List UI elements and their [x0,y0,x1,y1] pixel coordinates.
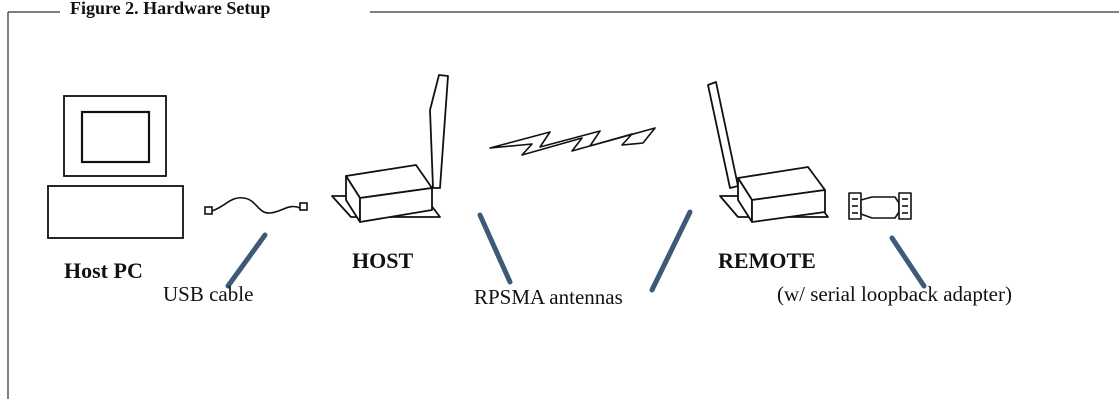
radio-modem-icon [707,81,829,223]
usb-cable-pointer [225,232,268,289]
figure-frame [7,11,1119,399]
remote-antenna-pointer [649,209,693,293]
usb-cable-icon [204,196,308,215]
usb-cable-label: USB cable [163,282,254,306]
loopback-adapter-label: (w/ serial loopback adapter) [777,282,1012,306]
serial-loopback-adapter-icon [848,192,912,220]
host-pc-label: Host PC [64,258,143,283]
figure-title: Figure 2. Hardware Setup [62,0,279,20]
remote-label: REMOTE [718,248,816,273]
radio-modem-icon [331,74,449,223]
wireless-signal-icon [489,127,656,156]
rpsma-antennas-label: RPSMA antennas [474,285,623,309]
host-label: HOST [352,248,414,273]
host-antenna-pointer [477,212,513,285]
loopback-adapter-pointer [889,235,927,289]
computer-icon [47,95,184,239]
